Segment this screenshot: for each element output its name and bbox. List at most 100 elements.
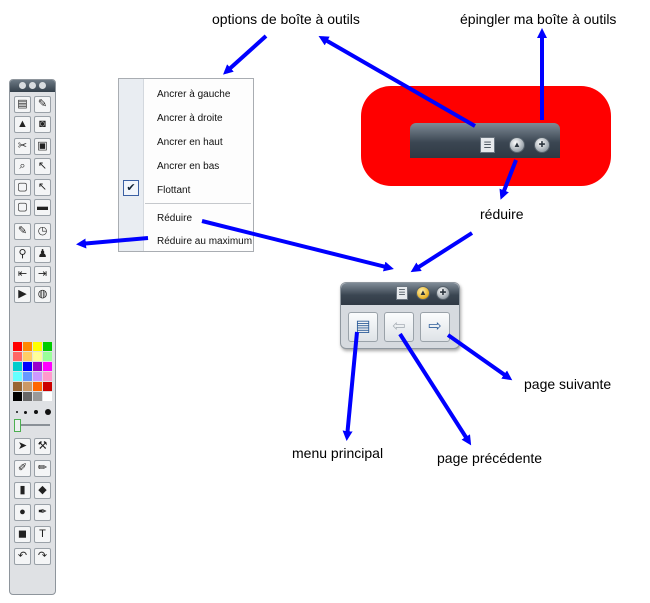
toolbox-pin-icon[interactable] bbox=[39, 82, 46, 89]
toolbox-options-icon[interactable]: ☰ bbox=[480, 137, 495, 153]
page-back-icon[interactable]: ⇤ bbox=[14, 266, 31, 283]
line-width-dot[interactable] bbox=[24, 410, 27, 414]
wrench-icon[interactable]: ⚒ bbox=[34, 438, 51, 455]
keyboard-icon[interactable]: ▬ bbox=[34, 199, 51, 216]
page-forward-icon[interactable]: ⇥ bbox=[34, 266, 51, 283]
tools-icon[interactable]: ✂ bbox=[14, 138, 31, 155]
color-swatch[interactable] bbox=[13, 392, 22, 401]
menu-gutter bbox=[119, 79, 144, 251]
line-width-dot[interactable] bbox=[16, 411, 18, 413]
color-swatch[interactable] bbox=[23, 352, 32, 361]
line-width-dot[interactable] bbox=[45, 409, 51, 415]
color-swatch[interactable] bbox=[43, 362, 52, 371]
arrow-reduce-to-mini bbox=[410, 231, 474, 273]
reduce-icon[interactable]: ▲ bbox=[509, 137, 525, 153]
highlighter-icon[interactable]: ▮ bbox=[14, 482, 31, 499]
color-swatch[interactable] bbox=[43, 392, 52, 401]
camera-icon[interactable]: ◙ bbox=[34, 116, 51, 133]
magnifier-icon[interactable]: ⚲ bbox=[14, 246, 31, 263]
stamp-icon[interactable]: ♟ bbox=[34, 246, 51, 263]
transparency-slider[interactable] bbox=[15, 424, 50, 426]
color-swatch[interactable] bbox=[33, 342, 42, 351]
highlight-panel: ☰ ▲ ✚ bbox=[361, 86, 611, 186]
arrow-previous-page bbox=[398, 332, 472, 446]
main-menu-button[interactable]: ▤ bbox=[348, 312, 378, 342]
color-swatch[interactable] bbox=[13, 372, 22, 381]
color-swatch[interactable] bbox=[23, 382, 32, 391]
color-swatch[interactable] bbox=[13, 352, 22, 361]
color-swatch[interactable] bbox=[43, 382, 52, 391]
redo-icon[interactable]: ↷ bbox=[34, 548, 51, 565]
picture-icon[interactable]: ▣ bbox=[34, 138, 51, 155]
marker-icon[interactable]: ✏ bbox=[34, 460, 51, 477]
pin-icon[interactable]: ✚ bbox=[534, 137, 550, 153]
arrow-main-menu bbox=[342, 331, 359, 441]
select-icon[interactable]: ↖ bbox=[34, 158, 51, 175]
color-swatch[interactable] bbox=[43, 342, 52, 351]
checkmark-icon: ✔ bbox=[123, 180, 139, 196]
slider-handle[interactable] bbox=[14, 419, 21, 432]
toolbox-header[interactable] bbox=[10, 80, 55, 92]
color-swatch[interactable] bbox=[33, 382, 42, 391]
color-swatch[interactable] bbox=[33, 392, 42, 401]
color-swatch[interactable] bbox=[33, 372, 42, 381]
arrow-options-to-menu bbox=[223, 34, 268, 75]
arrow-options-to-button bbox=[318, 36, 476, 128]
color-swatch[interactable] bbox=[23, 362, 32, 371]
pointer-icon[interactable]: ➤ bbox=[14, 438, 31, 455]
toolbox-options-menu: Ancrer à gauche Ancrer à droite Ancrer e… bbox=[118, 78, 254, 252]
zoom-icon[interactable]: ⌕ bbox=[14, 158, 31, 175]
fill-icon[interactable]: ● bbox=[14, 504, 31, 521]
previous-page-button[interactable]: ⇦ bbox=[384, 312, 414, 342]
label-main-menu: menu principal bbox=[292, 445, 384, 461]
mini-toolbar-header: ☰ ▲ ✚ bbox=[341, 283, 459, 305]
pen-icon[interactable]: ✎ bbox=[14, 223, 31, 240]
mini-reduce-icon[interactable]: ▲ bbox=[416, 286, 430, 300]
next-page-button[interactable]: ⇨ bbox=[420, 312, 450, 342]
color-swatch[interactable] bbox=[23, 372, 32, 381]
mini-options-icon[interactable]: ☰ bbox=[396, 286, 408, 300]
landscape-icon[interactable]: ▲ bbox=[14, 116, 31, 133]
eraser-icon[interactable]: ◆ bbox=[34, 482, 51, 499]
menu-item-reduce[interactable]: Réduire bbox=[157, 213, 193, 224]
arrow-reduce-label bbox=[499, 159, 518, 200]
color-swatch[interactable] bbox=[43, 372, 52, 381]
capture-icon[interactable]: ▢ bbox=[14, 179, 31, 196]
color-swatch[interactable] bbox=[13, 342, 22, 351]
color-swatch[interactable] bbox=[23, 392, 32, 401]
color-swatch[interactable] bbox=[23, 342, 32, 351]
mini-pin-icon[interactable]: ✚ bbox=[436, 286, 450, 300]
menu-item-floating[interactable]: Flottant bbox=[157, 185, 191, 196]
color-swatch[interactable] bbox=[13, 382, 22, 391]
menu-icon[interactable]: ▤ bbox=[14, 96, 31, 113]
color-swatch[interactable] bbox=[33, 362, 42, 371]
clock-icon[interactable]: ◷ bbox=[34, 223, 51, 240]
colors-icon[interactable]: ✎ bbox=[34, 96, 51, 113]
select-alt-icon[interactable]: ↖ bbox=[34, 179, 51, 196]
color-swatch[interactable] bbox=[13, 362, 22, 371]
label-reduce: réduire bbox=[480, 206, 524, 222]
menu-item-dock-top[interactable]: Ancrer en haut bbox=[157, 137, 223, 148]
arrow-menu-to-mini bbox=[201, 219, 394, 272]
menu-item-dock-right[interactable]: Ancrer à droite bbox=[157, 113, 223, 124]
menu-item-dock-bottom[interactable]: Ancrer en bas bbox=[157, 161, 220, 172]
line-width-dot[interactable] bbox=[34, 410, 38, 414]
shapes-icon[interactable]: ◼ bbox=[14, 526, 31, 543]
minimized-toolbox: ☰ ▲ ✚ ▤ ⇦ ⇨ bbox=[340, 282, 460, 349]
text-icon[interactable]: T bbox=[34, 526, 51, 543]
toolbox-reduce-icon[interactable] bbox=[29, 82, 36, 89]
color-swatch[interactable] bbox=[43, 352, 52, 361]
menu-item-dock-left[interactable]: Ancrer à gauche bbox=[157, 89, 231, 100]
capture-alt-icon[interactable]: ▢ bbox=[14, 199, 31, 216]
menu-item-reduce-max[interactable]: Réduire au maximum bbox=[157, 236, 253, 247]
undo-icon[interactable]: ↶ bbox=[14, 548, 31, 565]
pen-tool-icon[interactable]: ✐ bbox=[14, 460, 31, 477]
toolbox-header-zoomed: ☰ ▲ ✚ bbox=[410, 123, 560, 158]
globe-icon[interactable]: ◍ bbox=[34, 286, 51, 303]
label-pin-toolbox: épingler ma boîte à outils bbox=[460, 11, 617, 27]
toolbox-options-icon[interactable] bbox=[19, 82, 26, 89]
record-icon[interactable]: ▶ bbox=[14, 286, 31, 303]
brush-icon[interactable]: ✒ bbox=[34, 504, 51, 521]
color-swatch[interactable] bbox=[33, 352, 42, 361]
